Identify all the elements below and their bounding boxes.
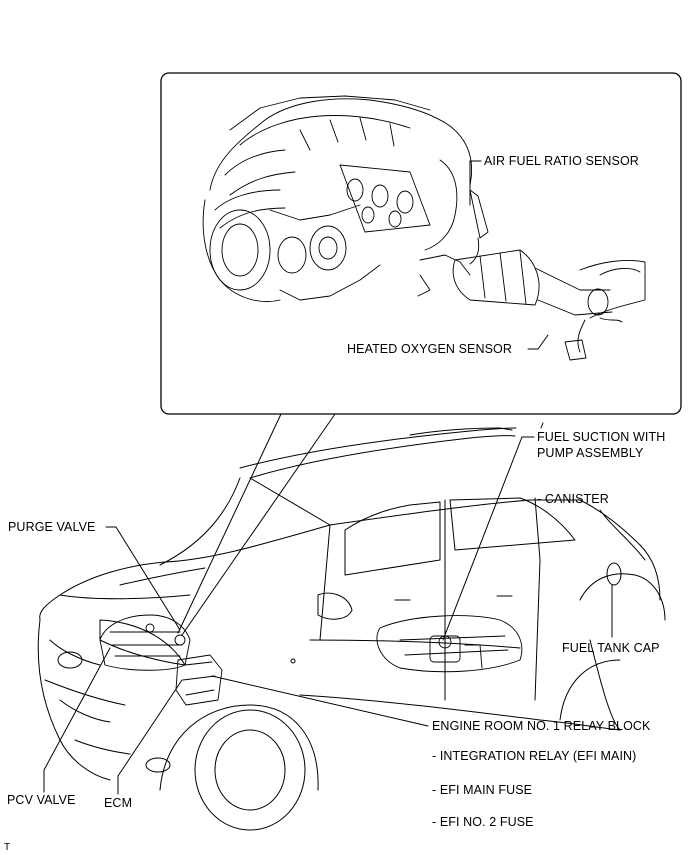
- label-leader-lines: [43, 436, 613, 795]
- purge-valve-label: PURGE VALVE: [8, 520, 96, 534]
- engine-room-relay-block-label: ENGINE ROOM NO. 1 RELAY BLOCK: [432, 719, 651, 733]
- ecm-label: ECM: [104, 796, 133, 810]
- car-engine: [99, 614, 523, 706]
- engine-inset-frame: [160, 72, 682, 415]
- fuel-suction-label-line1: FUEL SUCTION WITH: [537, 430, 666, 444]
- air-fuel-ratio-sensor-label: AIR FUEL RATIO SENSOR: [484, 154, 639, 168]
- tick-mark: [540, 422, 544, 429]
- heated-oxygen-sensor-label: HEATED OXYGEN SENSOR: [347, 342, 512, 356]
- pcv-valve-label: PCV VALVE: [7, 793, 76, 807]
- integration-relay-label: - INTEGRATION RELAY (EFI MAIN): [432, 749, 637, 763]
- canister-label: - CANISTER: [537, 492, 609, 506]
- inset-pointer-lines: [177, 413, 336, 636]
- fuel-tank-cap-label: FUEL TANK CAP: [562, 641, 660, 655]
- efi-no2-fuse-label: - EFI NO. 2 FUSE: [432, 815, 534, 829]
- fuel-suction-label-line2: PUMP ASSEMBLY: [537, 446, 644, 460]
- car-illustration: [37, 427, 666, 831]
- engine-illustration: [202, 95, 646, 361]
- inset-leader-lines: [469, 160, 549, 350]
- efi-main-fuse-label: - EFI MAIN FUSE: [432, 783, 533, 797]
- corner-mark: T: [4, 842, 11, 853]
